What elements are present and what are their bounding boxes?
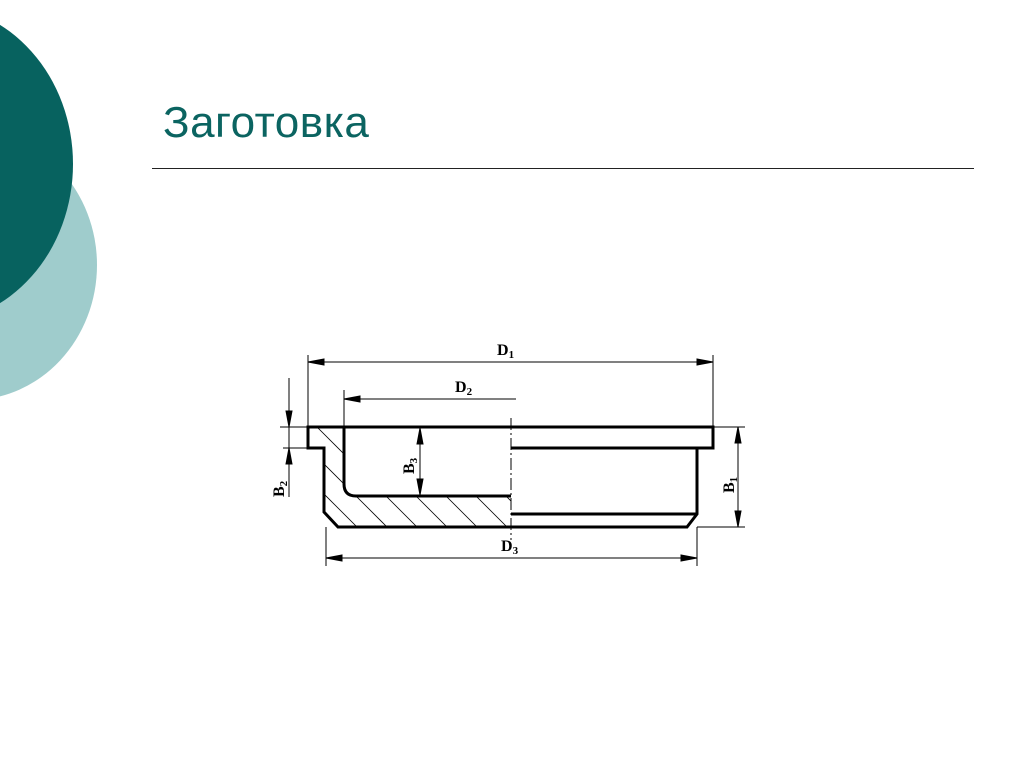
dimension-b1 <box>697 426 745 528</box>
dimension-d2 <box>343 390 516 427</box>
dimension-d1 <box>307 355 714 427</box>
label-d3: D3 <box>501 538 519 557</box>
slide-title: Заготовка <box>163 98 370 147</box>
title-underline <box>152 168 974 169</box>
dimension-d3 <box>325 527 698 566</box>
section-outline <box>306 425 511 529</box>
label-b2: B2 <box>271 480 290 497</box>
section-hatching <box>308 427 511 527</box>
label-d2: D2 <box>455 379 473 398</box>
label-b1: B1 <box>721 477 740 493</box>
cavity-outline <box>342 427 511 498</box>
view-outline <box>511 425 715 529</box>
label-b3: B3 <box>401 457 420 474</box>
label-d1: D1 <box>497 342 514 361</box>
dimension-b3 <box>416 427 424 496</box>
dimension-b2 <box>280 378 308 497</box>
